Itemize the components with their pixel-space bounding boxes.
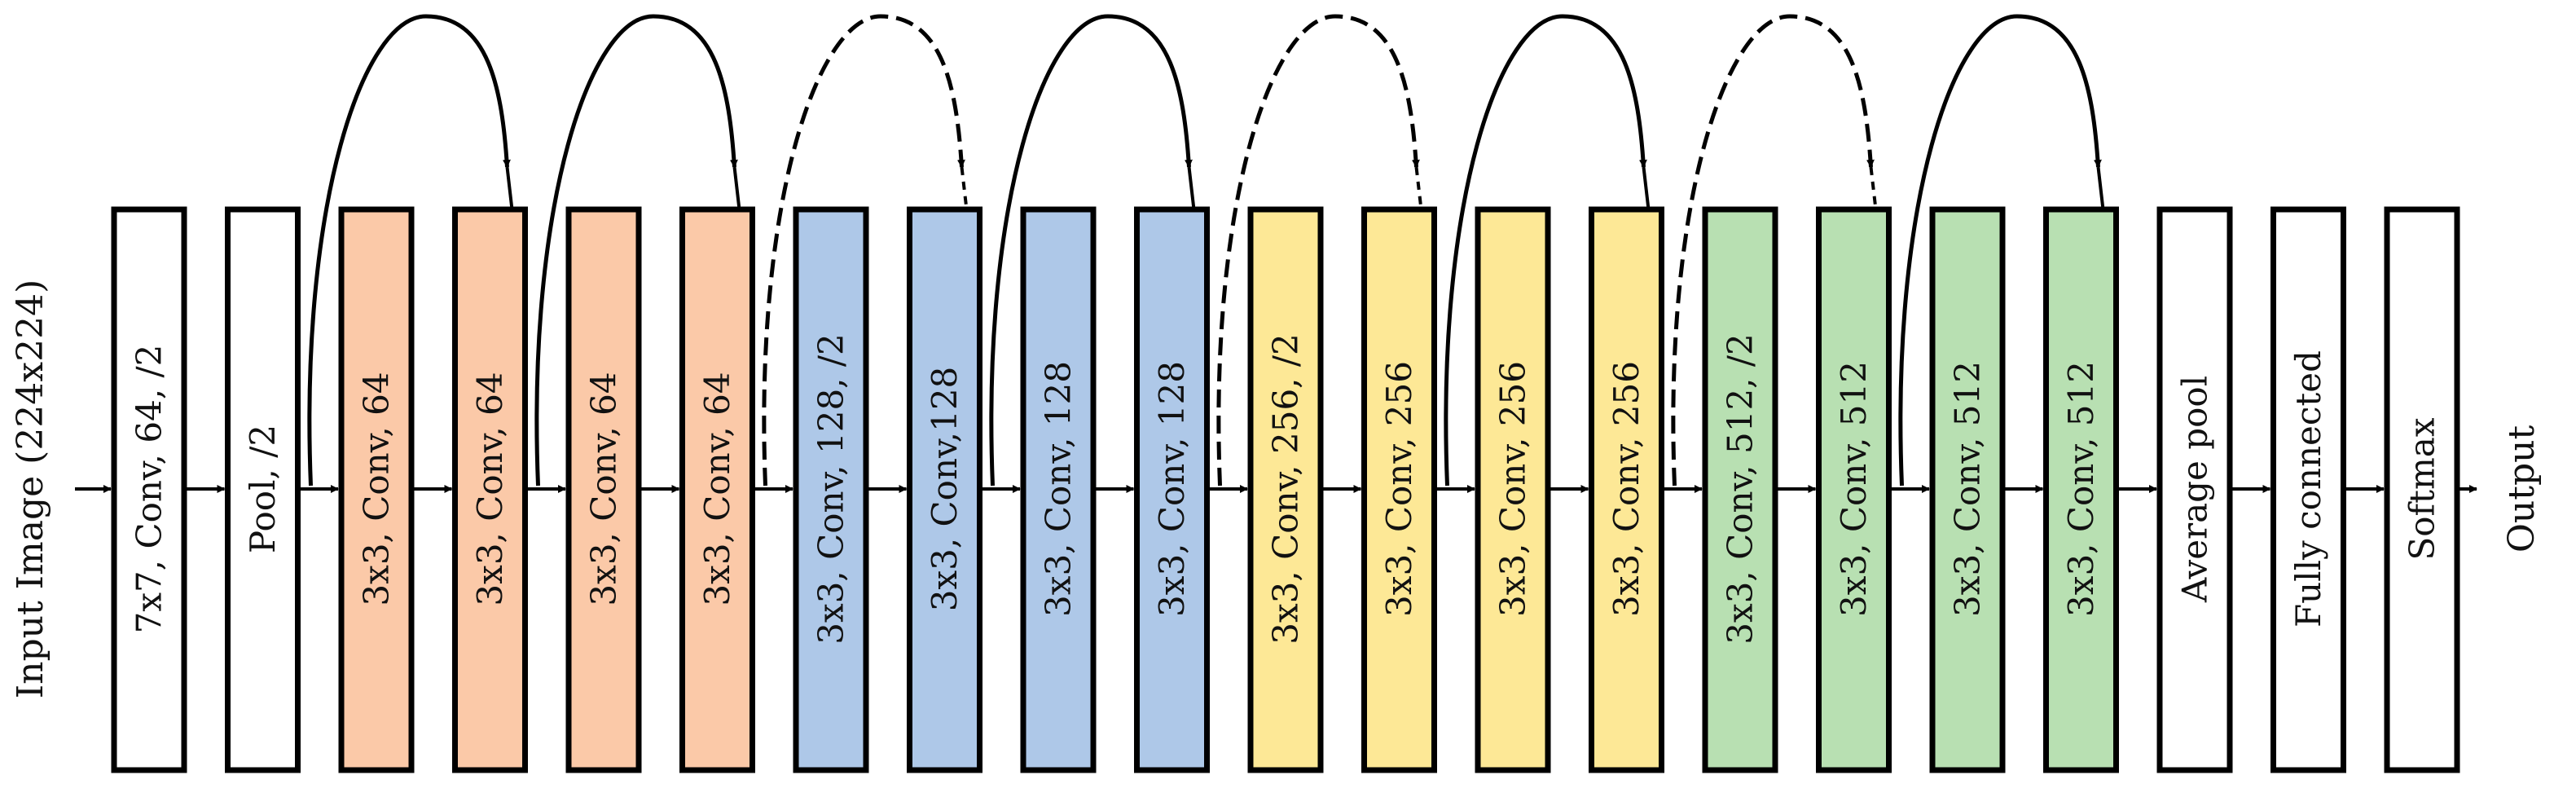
layer-label: 3x3, Conv, 64	[697, 372, 737, 605]
skip-arrow-tail	[1642, 166, 1651, 210]
layer-block	[1929, 206, 2006, 773]
skip-arrow	[307, 14, 511, 487]
layer-block	[1361, 206, 1437, 773]
layer-label: Softmax	[2402, 417, 2442, 560]
dashed-skip-arrow	[1216, 14, 1420, 487]
layer-label: 7x7, Conv, 64, /2	[130, 345, 169, 634]
layer-label: 3x3, Conv, 64	[584, 372, 624, 605]
layer-block	[1589, 206, 1664, 773]
layer-label: 3x3, Conv, 512, /2	[1721, 333, 1761, 645]
layer-block	[1020, 206, 1097, 773]
output-label: Output	[2501, 425, 2543, 553]
skip-arrow-tail	[1187, 166, 1196, 210]
layer-label: 3x3, Conv, 128	[1152, 361, 1192, 617]
layer-block	[111, 206, 187, 773]
layer-label: Pool, /2	[243, 425, 283, 553]
dashed-skip-arrow	[1671, 14, 1875, 487]
layer-block	[565, 206, 642, 773]
layer-label: 3x3, Conv, 64	[470, 372, 510, 605]
layer-block	[452, 206, 528, 773]
layer-block	[1475, 206, 1551, 773]
layer-block	[1702, 206, 1778, 773]
layer-label: 3x3, Conv, 256, /2	[1266, 333, 1306, 645]
skip-connections	[307, 14, 2105, 487]
layer-blocks: 7x7, Conv, 64, /2 Pool, /2 3x3, Conv, 64 3x…	[111, 206, 2460, 773]
layer-label: 3x3, Conv, 256	[1379, 361, 1419, 617]
skip-arrow-tail	[505, 166, 514, 210]
layer-label: 3x3, Conv, 128, /2	[811, 333, 851, 645]
layer-block	[793, 206, 869, 773]
layer-block	[1134, 206, 1210, 773]
skip-arrow	[534, 14, 738, 487]
layer-label: 3x3, Conv, 512	[1834, 361, 1874, 617]
skip-arrow	[1898, 14, 2102, 487]
input-image-label: Input Image (224x224)	[10, 280, 51, 699]
skip-arrow-tail	[1869, 166, 1878, 210]
layer-block	[1816, 206, 1892, 773]
layer-label: Average pool	[2175, 376, 2215, 603]
layer-block	[225, 206, 301, 773]
layer-block	[338, 206, 415, 773]
layer-label: 3x3, Conv, 512	[2061, 361, 2101, 617]
layer-label: 3x3, Conv, 128	[1039, 361, 1079, 617]
layer-block	[2384, 206, 2460, 773]
layer-label: 3x3, Conv, 256	[1607, 361, 1646, 617]
layer-label: 3x3, Conv, 256	[1493, 361, 1533, 617]
skip-arrow-tail	[2096, 166, 2105, 210]
skip-arrow-tail	[960, 166, 969, 210]
skip-arrow	[1444, 14, 1647, 487]
layer-label: 3x3, Conv, 512	[1948, 361, 1988, 617]
layer-label: 3x3, Conv,128	[925, 367, 965, 612]
layer-block	[2156, 206, 2233, 773]
layer-label: 3x3, Conv, 64	[357, 372, 397, 605]
layer-block	[2270, 206, 2346, 773]
skip-arrow-tail	[1414, 166, 1423, 210]
layer-block	[679, 206, 755, 773]
layer-block	[2043, 206, 2119, 773]
skip-arrow	[989, 14, 1193, 487]
dashed-skip-arrow	[762, 14, 965, 487]
layer-block	[1247, 206, 1324, 773]
skip-arrow-tail	[732, 166, 741, 210]
layer-label: Fully connected	[2288, 350, 2328, 627]
layer-block	[907, 206, 982, 773]
